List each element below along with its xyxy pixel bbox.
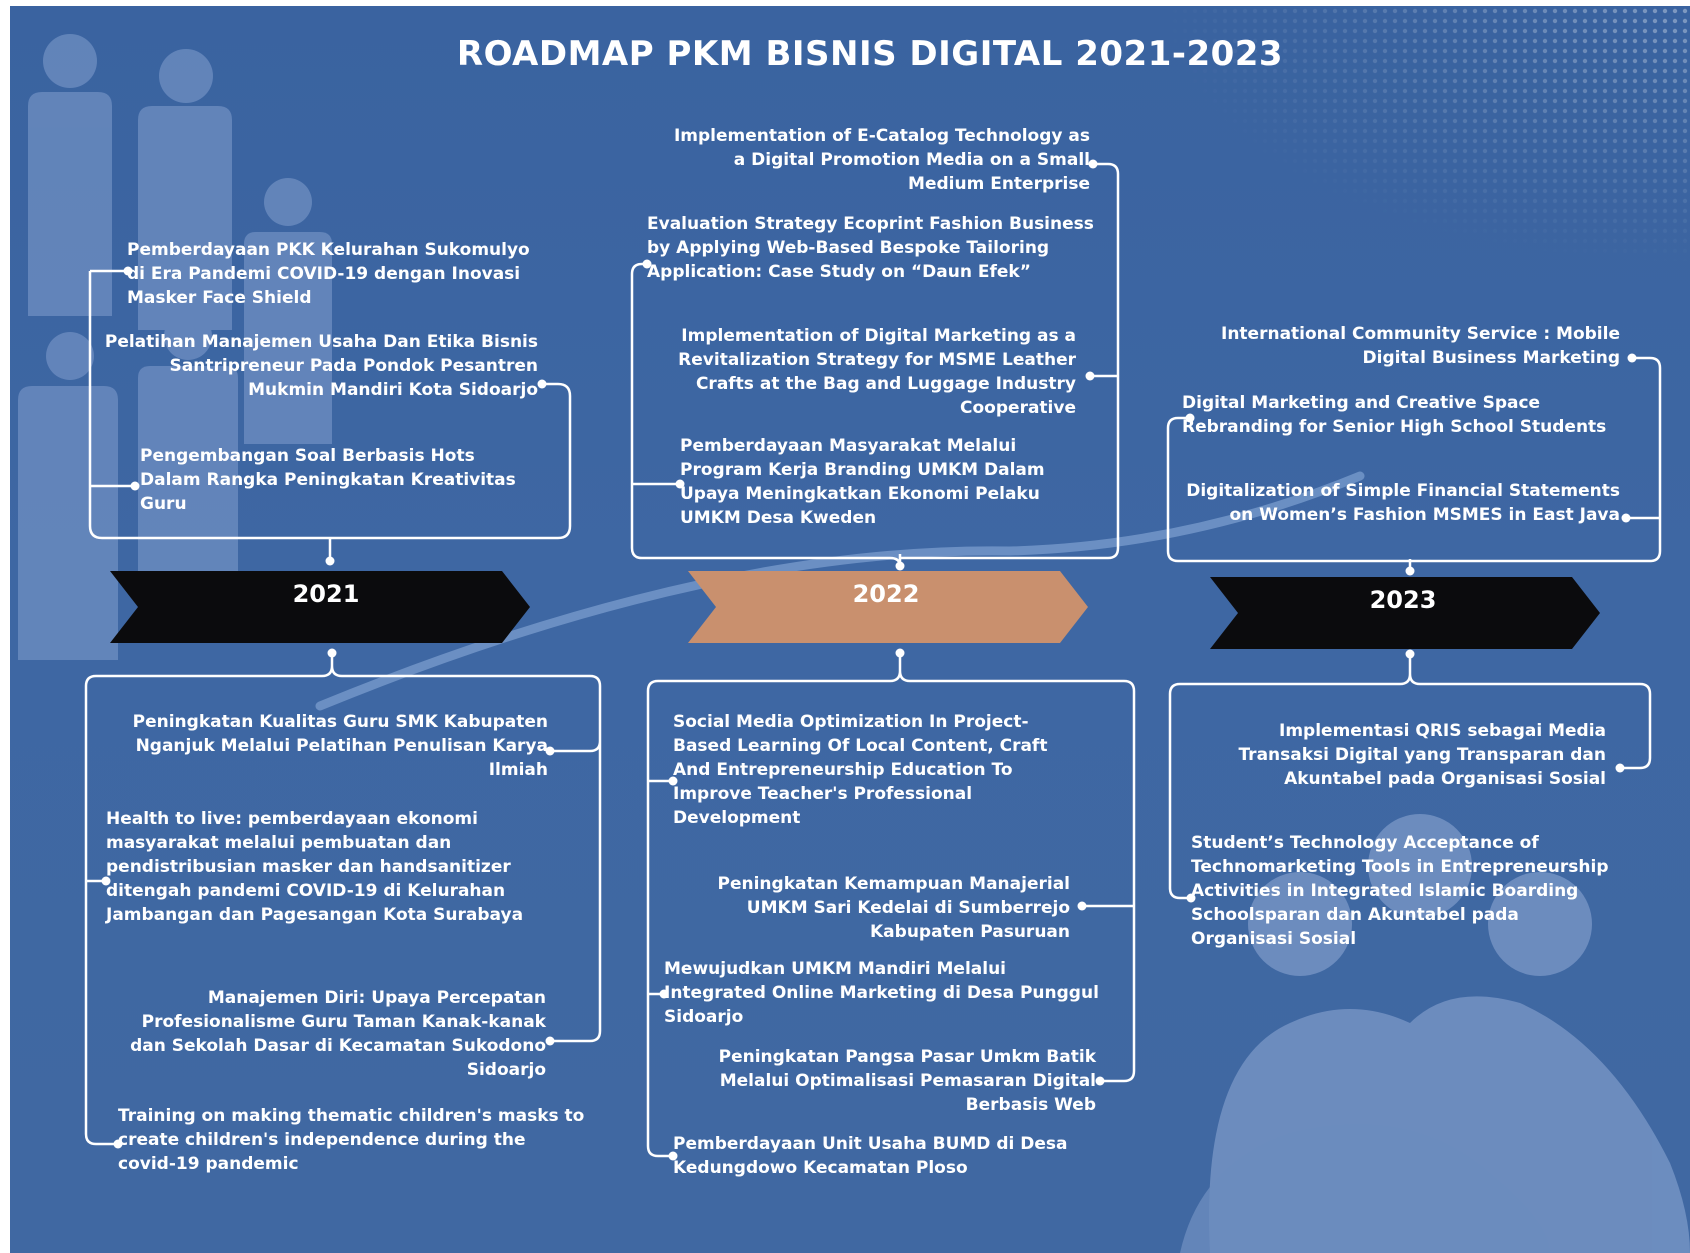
bracket-2021-above <box>88 269 572 561</box>
page-title: ROADMAP PKM BISNIS DIGITAL 2021-2023 <box>456 34 1284 74</box>
connector-dot <box>325 556 335 566</box>
connector-dot <box>545 1036 555 1046</box>
item-2021-above-3: Pengembangan Soal Berbasis Hots Dalam Ra… <box>140 446 516 514</box>
item-2022-above-4: Pemberdayaan Masyarakat Melalui Program … <box>680 436 1045 528</box>
connector-dot <box>130 481 140 491</box>
connector-dot <box>668 776 678 786</box>
connector-dot <box>101 876 111 886</box>
bracket-2023-above <box>1166 356 1662 571</box>
connector-dot <box>1088 159 1098 169</box>
connector-dot <box>1186 893 1196 903</box>
connector-dot <box>895 648 905 658</box>
item-2022-above-2: Evaluation Strategy Ecoprint Fashion Bus… <box>647 214 1094 282</box>
item-2022-below-1: Social Media Optimization In Project-Bas… <box>673 712 1048 828</box>
item-2021-below-2: Health to live: pemberdayaan ekonomi mas… <box>106 809 524 925</box>
bracket-2022-below <box>646 653 1136 1158</box>
year-label-2022: 2022 <box>852 580 920 608</box>
bracket-2021-below <box>84 653 602 1146</box>
year-arrow-2022 <box>688 571 1088 643</box>
item-2022-below-2: Peningkatan Kemampuan Manajerial UMKM Sa… <box>717 874 1070 942</box>
people-silhouette-icon <box>18 34 332 660</box>
connector-dot <box>1405 566 1415 576</box>
item-2022-below-3: Mewujudkan UMKM Mandiri Melalui Integrat… <box>664 959 1099 1027</box>
item-2021-above-2: Pelatihan Manajemen Usaha Dan Etika Bisn… <box>104 332 538 400</box>
roadmap-panel: ROADMAP PKM BISNIS DIGITAL 2021-2023 202… <box>10 6 1690 1253</box>
connector-dot <box>1095 1076 1105 1086</box>
connector-dot <box>659 989 669 999</box>
halftone-dots <box>1160 6 1690 266</box>
swoosh-curve <box>315 471 1365 711</box>
item-2023-below-1: Implementasi QRIS sebagai Media Transaks… <box>1238 721 1606 789</box>
year-arrows <box>110 571 1600 649</box>
connector-dot <box>123 266 133 276</box>
connector-dot <box>1077 901 1087 911</box>
connector-dot <box>1185 413 1195 423</box>
connector-dot <box>1621 513 1631 523</box>
connector-dot <box>642 259 652 269</box>
item-2021-below-4: Training on making thematic children's m… <box>118 1106 585 1174</box>
year-label-2023: 2023 <box>1369 586 1437 614</box>
connector-dot <box>895 561 905 571</box>
connector-dot <box>1405 649 1415 659</box>
bracket-2022-above <box>630 162 1120 568</box>
connector-lines <box>84 159 1662 1161</box>
connector-dot <box>1627 353 1637 363</box>
item-2022-above-1: Implementation of E-Catalog Technology a… <box>673 126 1090 194</box>
team-handshake-icon <box>1180 814 1690 1253</box>
connector-dot <box>545 746 555 756</box>
item-2023-above-2: Digital Marketing and Creative Space Reb… <box>1182 393 1607 437</box>
item-2021-below-1: Peningkatan Kualitas Guru SMK Kabupaten … <box>132 712 548 780</box>
connector-dot <box>668 1151 678 1161</box>
item-2022-above-3: Implementation of Digital Marketing as a… <box>678 326 1076 418</box>
year-arrow-2021 <box>110 571 530 643</box>
year-label-2021: 2021 <box>292 580 360 608</box>
connector-dot <box>1615 763 1625 773</box>
item-2022-below-5: Pemberdayaan Unit Usaha BUMD di Desa Ked… <box>673 1134 1068 1178</box>
item-2023-above-1: International Community Service : Mobile… <box>1221 324 1620 368</box>
item-2022-below-4: Peningkatan Pangsa Pasar Umkm Batik Mela… <box>718 1047 1096 1115</box>
bracket-2023-below <box>1168 654 1652 900</box>
item-2023-below-2: Student’s Technology Acceptance of Techn… <box>1191 833 1609 949</box>
item-2021-below-3: Manajemen Diri: Upaya Percepatan Profesi… <box>130 988 546 1080</box>
item-2021-above-1: Pemberdayaan PKK Kelurahan Sukomulyo di … <box>127 240 530 308</box>
roadmap-diagram-svg <box>18 6 1690 1253</box>
connector-dot <box>113 1139 123 1149</box>
connector-dot <box>675 479 685 489</box>
item-2023-above-3: Digitalization of Simple Financial State… <box>1186 481 1620 525</box>
connector-dot <box>327 648 337 658</box>
connector-dot <box>537 379 547 389</box>
connector-dot <box>1085 371 1095 381</box>
year-arrow-2023 <box>1210 577 1600 649</box>
